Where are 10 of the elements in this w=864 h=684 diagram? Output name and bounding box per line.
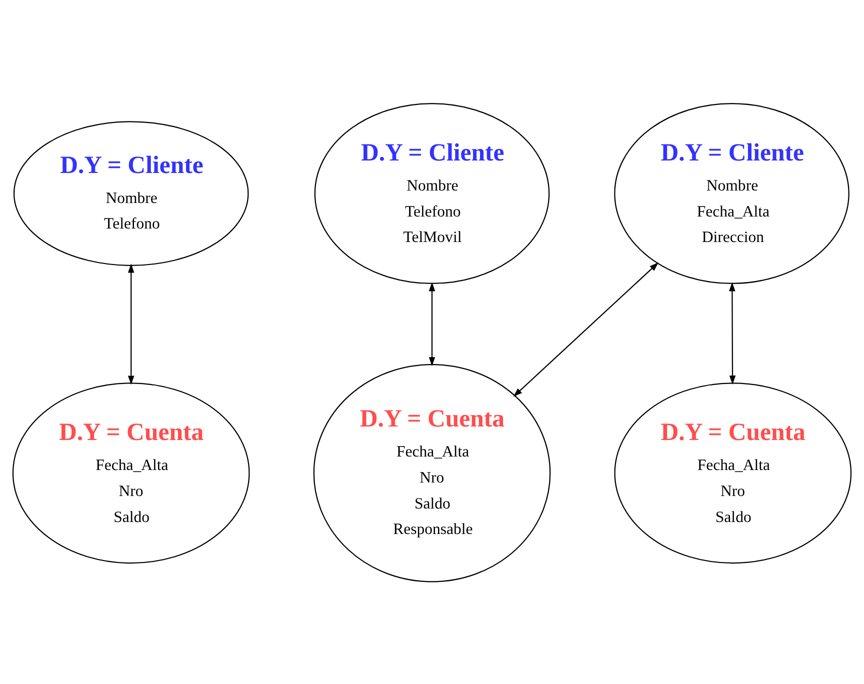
arrow: [513, 262, 659, 396]
node-ellipse: D.Y = Cliente Nombre Telefono TelMovil: [314, 102, 550, 284]
node-ellipse: D.Y = Cliente Nombre Fecha_Alta Direccion: [614, 102, 850, 284]
arrow: [428, 282, 436, 366]
node-ellipse: D.Y = Cuenta Fecha_Alta Nro Saldo: [12, 382, 250, 564]
arrow: [128, 263, 134, 384]
node-ellipse: D.Y = Cuenta Fecha_Alta Nro Saldo: [614, 382, 852, 564]
node-circle: D.Y = Cuenta Fecha_Alta Nro Saldo Responsable: [313, 364, 551, 582]
node-ellipse: D.Y = Cliente Nombre Telefono: [13, 120, 249, 266]
arrow: [729, 282, 736, 384]
